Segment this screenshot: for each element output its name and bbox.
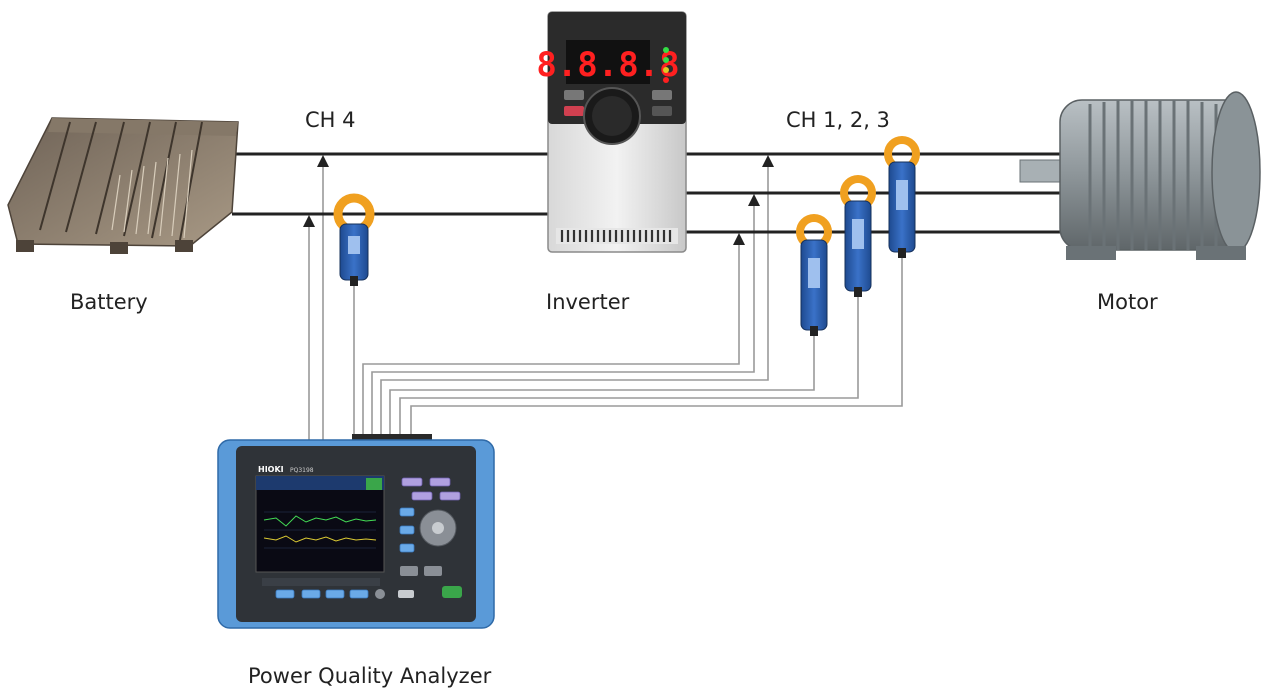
clamp-sensor-ch1 [796,214,832,336]
ch4-label: CH 4 [305,108,356,132]
analyzer-label: Power Quality Analyzer [248,664,492,688]
arrow-ch4-top [317,155,329,167]
arrow-phase-u [762,155,774,167]
clamp-sensor-ch4 [333,193,375,286]
analyzer-trend-green [263,515,377,527]
power-quality-analyzer-image: HIOKI PQ3198 [217,434,495,629]
analyzer-screen [255,475,385,573]
analyzer-trend-yellow [263,535,377,543]
battery-label: Battery [70,290,148,314]
battery-image [7,117,239,254]
clamp-sensor-ch2 [840,175,876,297]
inverter-label: Inverter [546,290,630,314]
signal-wires [308,162,903,440]
arrow-ch4-bottom [303,215,315,227]
motor-label: Motor [1097,290,1158,314]
motor-image [1019,91,1261,260]
ch123-label: CH 1, 2, 3 [786,108,890,132]
arrow-phase-w [733,233,745,245]
wire-v1 [362,240,740,440]
wire-v3 [380,162,769,440]
wire-v2 [371,202,755,440]
inverter-image: 8.8.8.8 [536,11,687,253]
arrow-phase-v [748,194,760,206]
analyzer-brand-logo: HIOKI [258,465,284,474]
inverter-digital-display: 8.8.8.8 [536,45,679,85]
voltage-tap-arrows [303,155,774,245]
analyzer-model-label: PQ3198 [290,467,314,474]
clamp-sensor-ch3 [884,136,920,258]
wire-i3 [410,258,903,440]
wire-i2 [399,292,859,440]
wire-i1 [389,332,815,440]
